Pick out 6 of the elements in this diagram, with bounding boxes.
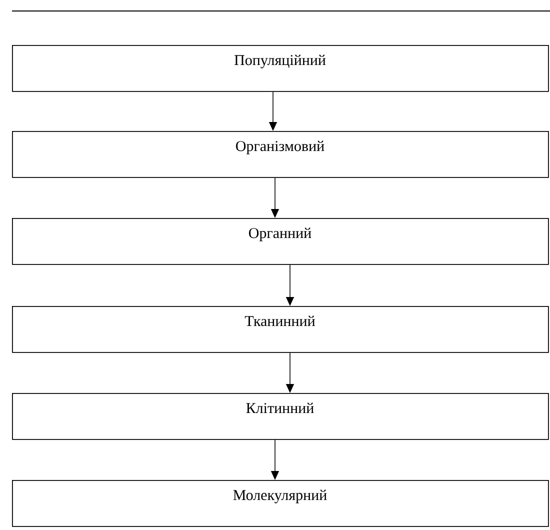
level-box: Популяційний bbox=[12, 45, 549, 92]
level-box: Тканинний bbox=[12, 306, 549, 353]
level-box: Органний bbox=[12, 218, 549, 265]
level-box: Молекулярний bbox=[12, 480, 549, 527]
level-box: Клітинний bbox=[12, 393, 549, 440]
level-box: Організмовий bbox=[12, 131, 549, 178]
